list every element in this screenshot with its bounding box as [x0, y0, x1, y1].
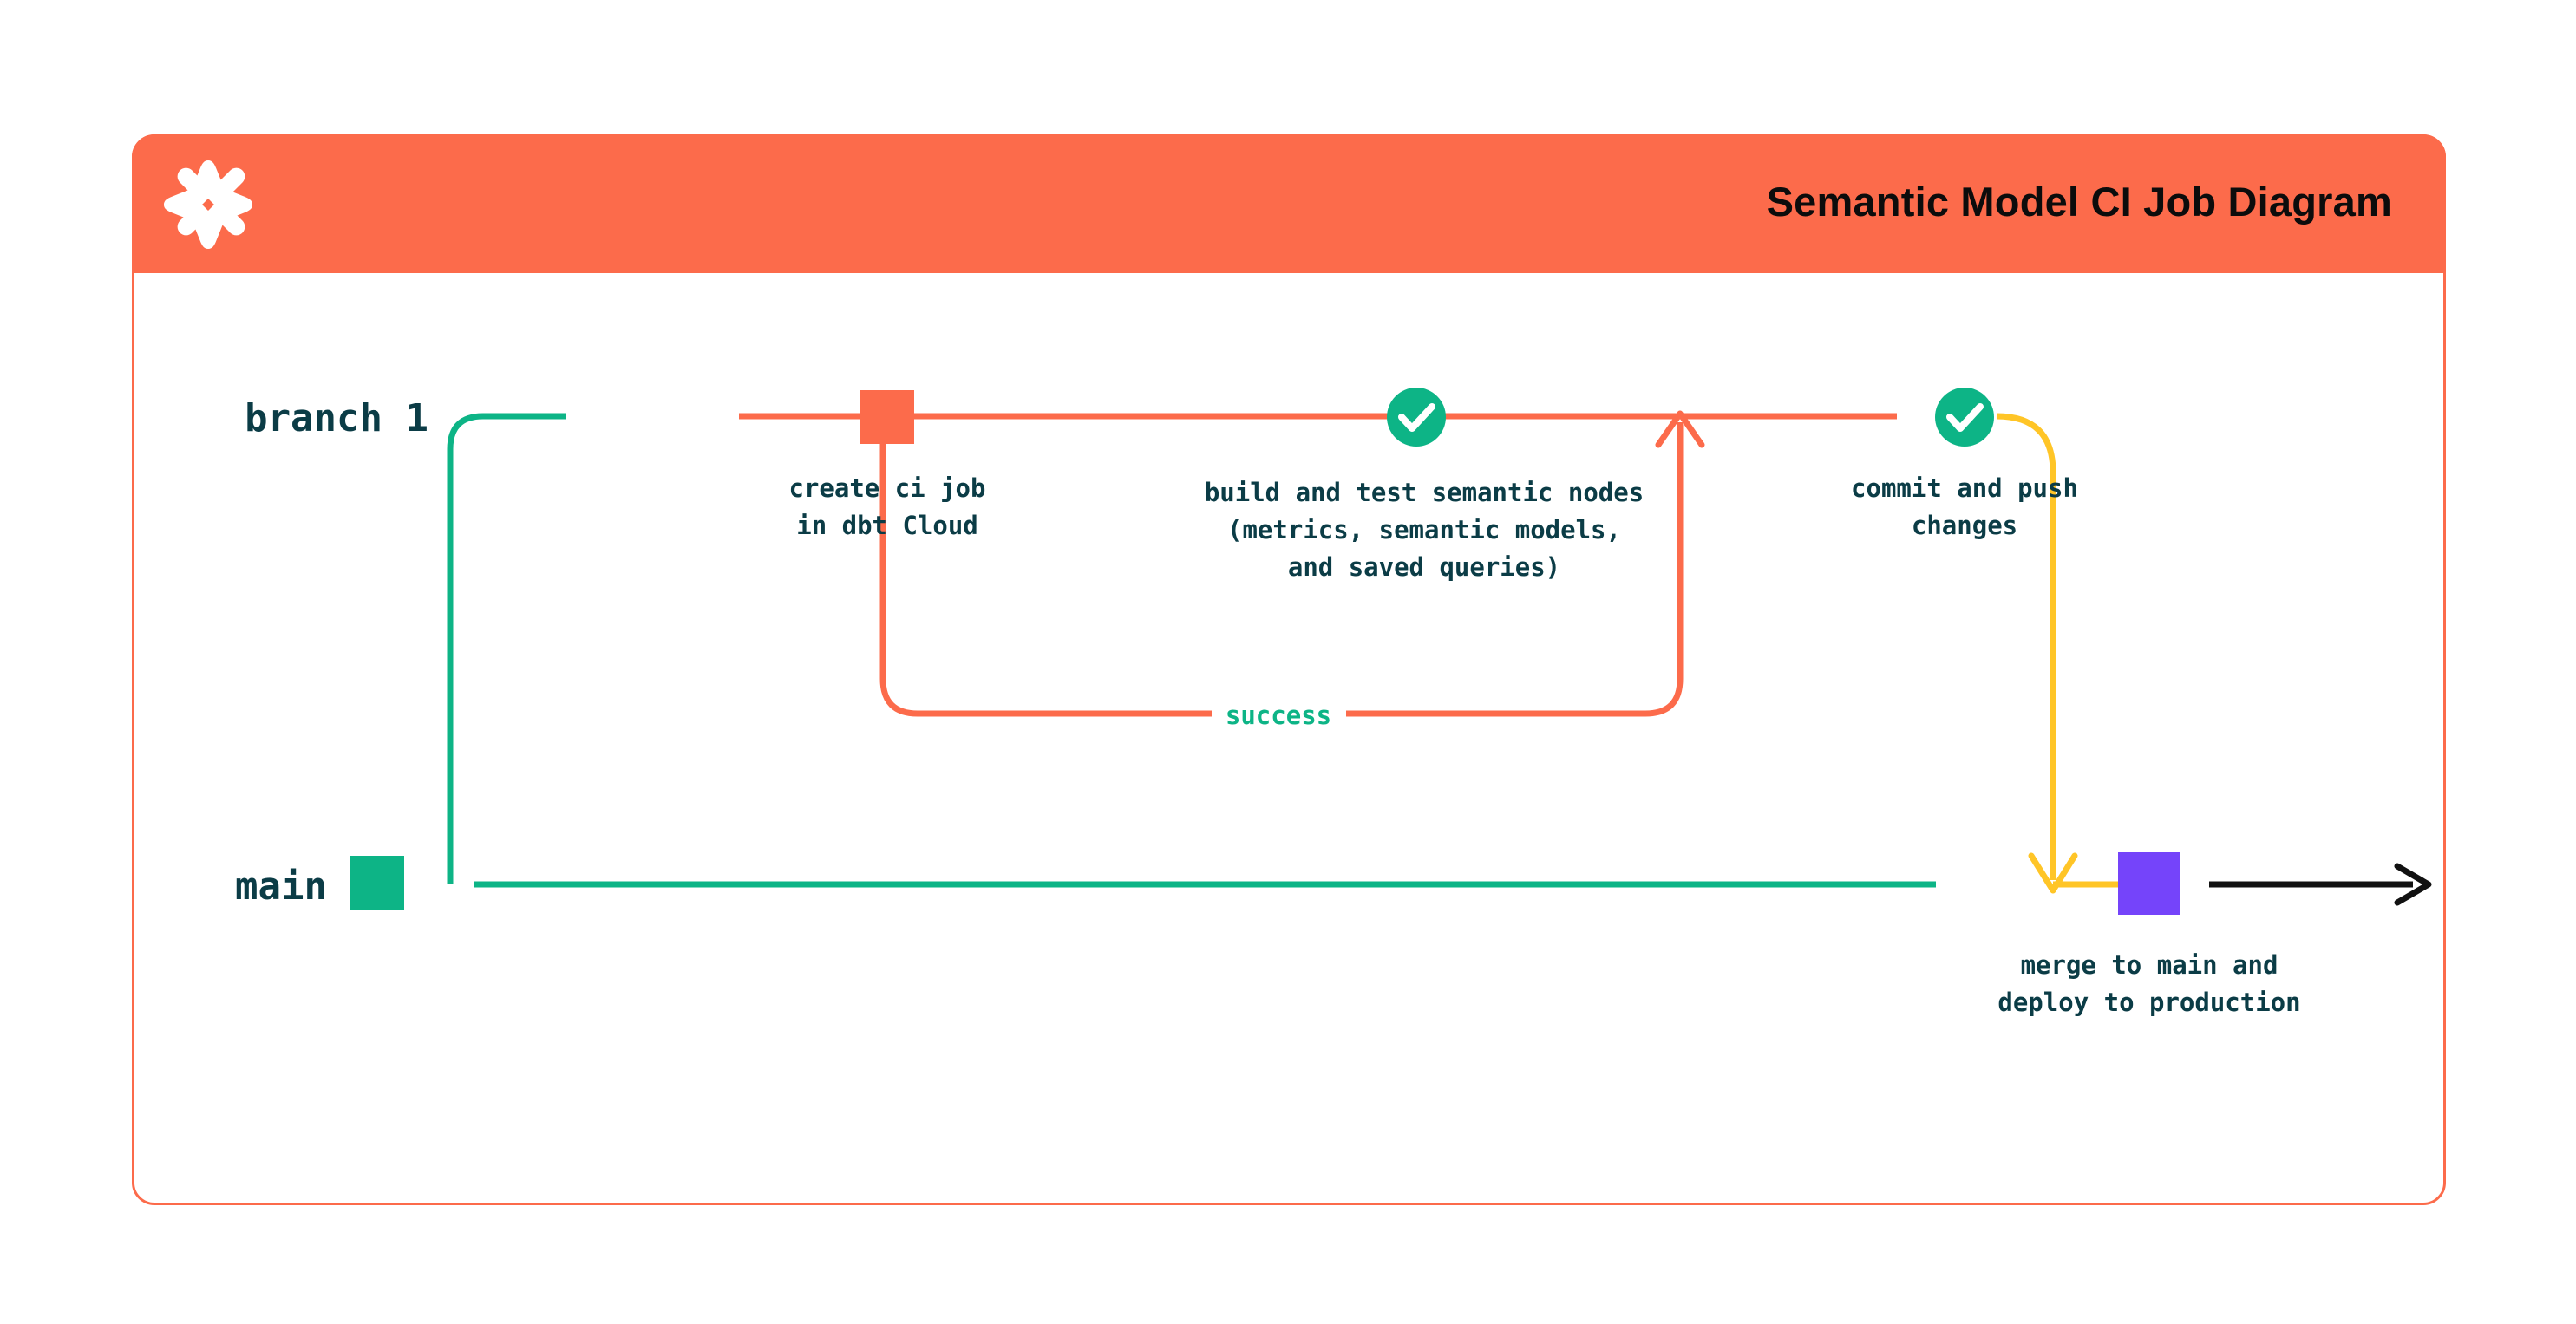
- main-continue-edge: [2209, 863, 2432, 906]
- branch-label-branch1: branch 1: [245, 396, 428, 440]
- dbt-logo-icon: [158, 154, 258, 255]
- node-label-build-and-test-line1: build and test semantic nodes: [1205, 478, 1644, 507]
- node-label-create-ci-job-line2: in dbt Cloud: [796, 511, 978, 540]
- success-loop-edge: success: [879, 410, 1705, 730]
- branch-off-path: [447, 413, 739, 884]
- node-label-merge-to-main-line2: deploy to production: [1997, 988, 2300, 1017]
- edge-label-success: success: [1226, 701, 1331, 730]
- node-main-start[interactable]: [350, 856, 404, 910]
- node-label-build-and-test-line2: (metrics, semantic models,: [1227, 515, 1621, 545]
- page-title: Semantic Model CI Job Diagram: [1766, 179, 2392, 225]
- card-header: Semantic Model CI Job Diagram: [132, 134, 2446, 273]
- diagram-card: [132, 134, 2446, 1205]
- node-build-and-test[interactable]: [1387, 388, 1446, 447]
- check-icon: [1398, 403, 1435, 432]
- check-icon: [1946, 403, 1984, 432]
- node-label-commit-and-push-line2: changes: [1912, 511, 2017, 540]
- node-merge-to-main[interactable]: [2118, 852, 2180, 915]
- push-to-merge-edge: [1996, 413, 2118, 894]
- node-label-create-ci-job-line1: create ci job: [789, 473, 986, 503]
- node-label-merge-to-main-line1: merge to main and: [2021, 950, 2279, 980]
- node-label-commit-and-push-line1: commit and push: [1851, 473, 2078, 503]
- node-commit-and-push[interactable]: [1935, 388, 1994, 447]
- branch-label-main: main: [235, 864, 327, 909]
- node-label-build-and-test-line3: and saved queries): [1288, 552, 1560, 582]
- git-flow-diagram: success branch 1 main: [132, 273, 2446, 1205]
- node-create-ci-job[interactable]: [860, 390, 914, 444]
